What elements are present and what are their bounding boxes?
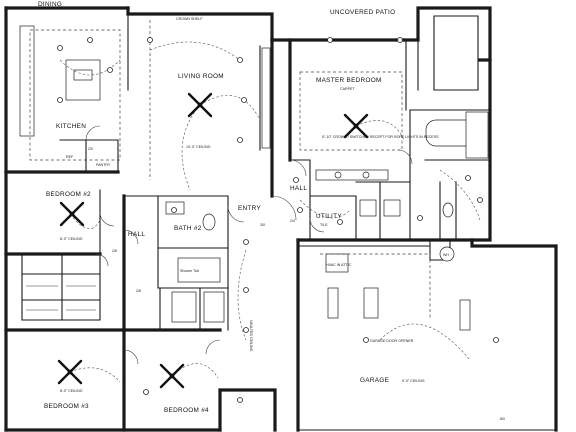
label-bedroom-4: BEDROOM #4 — [164, 407, 209, 414]
label-living-room: LIVING ROOM — [178, 73, 224, 80]
label-bath-2: BATH #2 — [174, 225, 202, 232]
ceiling-fan-bedroom2 — [59, 201, 85, 227]
label-ref: REF — [66, 155, 74, 159]
label-hall-left: HALL — [128, 231, 145, 238]
label-dining: DINING — [38, 1, 62, 8]
label-entry: ENTRY — [238, 205, 261, 212]
light-fixtures — [57, 37, 499, 403]
label-bedroom-2: BEDROOM #2 — [46, 191, 91, 198]
ceiling-fan-master — [343, 113, 369, 139]
label-bedroom-3: BEDROOM #3 — [44, 403, 89, 410]
label-pantry: PANTRY — [96, 163, 111, 167]
door-tag: 2/0 — [88, 147, 93, 151]
note-shower-tub: Shower Tub — [180, 269, 199, 273]
ceiling-fan-bedroom4 — [159, 363, 185, 389]
exterior-walls — [4, 6, 558, 432]
door-tag: 2/8 — [136, 289, 141, 293]
label-hall-right: HALL — [290, 185, 307, 192]
switch-wiring — [59, 41, 481, 383]
ceiling-outlines — [29, 20, 431, 320]
ceiling-fan-living — [187, 92, 213, 118]
label-utility: UTILITY — [316, 213, 342, 220]
door-swings — [85, 125, 413, 365]
door-tag: 2/6 — [112, 249, 117, 253]
label-garage: GARAGE — [360, 377, 389, 384]
door-tag: 3/0 — [260, 223, 265, 227]
note-ceiling-bed3: 8'-0" CEILING — [60, 389, 83, 393]
note-crown-shelf: CROWN SHELF — [176, 17, 203, 21]
note-vaulted: VAULTED CEILING — [249, 320, 253, 352]
note-hvac: HVAC IN ATTIC — [326, 263, 352, 267]
label-kitchen: KITCHEN — [56, 123, 86, 130]
door-tag: 2/4 — [290, 219, 295, 223]
note-master-crown: 5"-10" CROWN / SWITCHED RECEPT FOR ROPE … — [322, 135, 439, 139]
note-carpet-master: CARPET — [340, 87, 355, 91]
door-tag: 8/0 — [500, 417, 505, 421]
note-ceiling-living: 10'-0" CEILING — [186, 145, 211, 149]
note-garage-ceiling: 9'-0" CEILING — [402, 379, 425, 383]
label-master-bedroom: MASTER BEDROOM — [316, 77, 382, 84]
fixtures — [19, 25, 489, 331]
interior-walls — [4, 13, 491, 432]
note-water-heater: WH — [443, 253, 449, 257]
note-tile-utility: TILE — [320, 223, 328, 227]
note-garage-opener: GARAGE DOOR OPENER — [370, 339, 414, 343]
label-uncovered-patio: UNCOVERED PATIO — [330, 9, 395, 16]
note-ceiling-bed2: 8'-0" CEILING — [60, 237, 83, 241]
ceiling-fan-bedroom3 — [57, 359, 83, 385]
